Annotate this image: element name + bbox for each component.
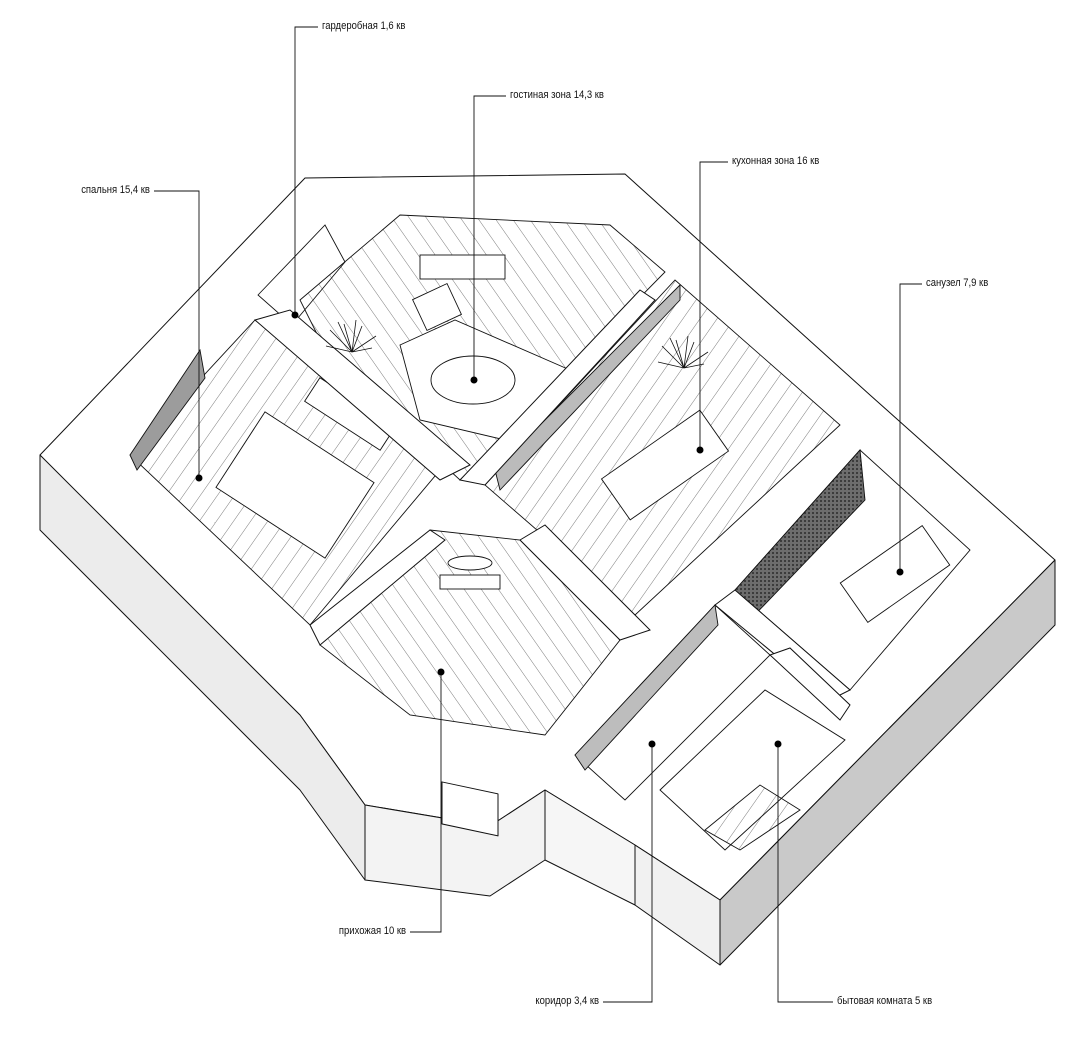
- leader-bathroom: [899, 283, 922, 572]
- room-bedroom-wall: [129, 348, 206, 471]
- corridor-wall: [574, 604, 719, 771]
- label-kitchen: кухонная зона 16 кв: [732, 155, 820, 167]
- leader-kitchen: [699, 161, 728, 450]
- room-markers: [195, 311, 904, 748]
- wall-living-kitchen: [459, 289, 656, 486]
- marker-wardrobe: [291, 311, 299, 319]
- plants: [325, 319, 709, 369]
- hall-bench: [439, 574, 501, 590]
- dining-table: [600, 409, 730, 521]
- label-hallway: прихожая 10 кв: [338, 925, 406, 937]
- leader-living: [473, 95, 506, 380]
- leader-wardrobe: [294, 26, 318, 315]
- plant-living: [325, 319, 377, 353]
- hall-mirror: [447, 555, 493, 571]
- bathtub: [839, 525, 951, 623]
- label-living: гостиная зона 14,3 кв: [510, 89, 604, 101]
- armchair: [411, 282, 463, 332]
- utility-floor-boards: [704, 784, 801, 851]
- leaders: [154, 26, 922, 1003]
- leader-utility: [777, 744, 833, 1003]
- wall-corridor-utility: [769, 647, 851, 721]
- wall-bedroom-hall: [309, 529, 446, 646]
- marker-hallway: [437, 668, 445, 676]
- marker-bathroom: [896, 568, 904, 576]
- leader-corridor: [603, 744, 653, 1003]
- marker-corridor: [648, 740, 656, 748]
- label-corridor: коридор 3,4 кв: [535, 995, 599, 1007]
- label-bedroom: спальня 15,4 кв: [81, 184, 150, 196]
- leader-bedroom: [154, 190, 200, 478]
- plant-kitchen: [657, 335, 709, 369]
- interior-walls: [253, 289, 851, 721]
- outer-wall-face-right: [719, 559, 1056, 966]
- bed: [215, 411, 375, 559]
- label-bathroom: санузел 7,9 кв: [926, 277, 989, 289]
- marker-kitchen: [696, 446, 704, 454]
- entrance-door: [441, 781, 499, 837]
- rooms-cavities: [129, 214, 971, 851]
- marker-living: [470, 376, 478, 384]
- leader-hallway: [410, 672, 442, 933]
- label-wardrobe: гардеробная 1,6 кв: [322, 20, 406, 32]
- wall-bedroom-living: [253, 309, 471, 481]
- marker-utility: [774, 740, 782, 748]
- sofa-living: [419, 254, 506, 280]
- label-utility: бытовая комната 5 кв: [837, 995, 933, 1007]
- wall-hall-kitchen: [519, 524, 651, 641]
- marker-bedroom: [195, 474, 203, 482]
- room-utility-floor: [659, 689, 846, 851]
- kitchen-partition-shelf: [494, 283, 681, 491]
